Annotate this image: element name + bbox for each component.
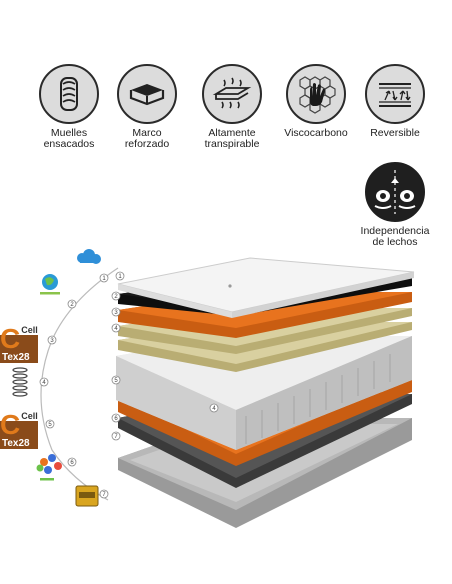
feature-label: Independencia de lechos: [360, 225, 430, 248]
feature-muelles: Muelles ensacados: [21, 64, 117, 150]
feature-label: Reversible: [370, 127, 420, 139]
reinforced-frame-icon: [117, 64, 177, 124]
celltex-name: Tex28: [0, 421, 38, 449]
celltex28-bottom-logo: C Cell Tex28: [0, 409, 38, 449]
layer-number: 4: [42, 380, 46, 386]
pocket-spring-icon: [39, 64, 99, 124]
layer-number: 5: [114, 378, 118, 384]
celltex-prefix: Cell: [21, 411, 38, 421]
layer-number: 7: [102, 492, 106, 498]
layer-number: 6: [70, 460, 74, 466]
independent-beds-icon: [365, 162, 425, 222]
guide-marker-4: 4: [39, 377, 49, 387]
eco-globe-icon: [40, 274, 60, 295]
layer-number: 3: [114, 310, 118, 316]
breathable-icon: [202, 64, 262, 124]
core-marker: 4: [209, 403, 219, 413]
layer-marker-5: 5: [111, 375, 121, 385]
feature-label: Altamente transpirable: [204, 127, 260, 150]
layer-marker-6: 6: [111, 413, 121, 423]
layer-number: 1: [102, 276, 106, 282]
feature-label: Viscocarbono: [284, 127, 348, 139]
layer-number: 5: [48, 422, 52, 428]
layer-guide-curve: [40, 267, 119, 501]
guide-marker-3: 3: [47, 335, 57, 345]
reversible-icon: [365, 64, 425, 124]
layer-marker-1: 1: [115, 271, 125, 281]
guide-marker-5: 5: [45, 419, 55, 429]
cloud-icon: [77, 249, 101, 264]
layer-top-cover: [117, 257, 415, 318]
layer-number: 1: [118, 274, 122, 280]
layer-number: 2: [70, 302, 74, 308]
spring-coil-icon: [12, 367, 28, 397]
visco-carbon-icon: [286, 64, 346, 124]
guide-marker-2: 2: [67, 299, 77, 309]
cover-button: [228, 284, 232, 288]
layer-number: 4: [212, 406, 216, 412]
molecule-icon: [36, 454, 62, 481]
feature-label: Marco reforzado: [124, 127, 170, 150]
layer-number: 4: [114, 326, 118, 332]
feature-transpirable: Altamente transpirable: [184, 64, 280, 150]
layer-marker-7: 7: [111, 431, 121, 441]
guide-marker-1: 1: [99, 273, 109, 283]
layer-marker-3: 3: [111, 307, 121, 317]
layer-number: 6: [114, 416, 118, 422]
layer-number: 2: [114, 294, 118, 300]
layer-number: 3: [50, 338, 54, 344]
feature-independencia: Independencia de lechos: [347, 162, 443, 248]
feature-reversible: Reversible: [347, 64, 443, 139]
celltex28-top-logo: C Cell Tex28: [0, 323, 38, 363]
guide-marker-7: 7: [99, 489, 109, 499]
feature-marco: Marco reforzado: [99, 64, 195, 150]
layer-marker-4: 4: [111, 323, 121, 333]
celltex-name: Tex28: [0, 335, 38, 363]
layer-marker-2: 2: [111, 291, 121, 301]
layer-number: 7: [114, 434, 118, 440]
feature-label: Muelles ensacados: [43, 127, 95, 150]
celltex-prefix: Cell: [21, 325, 38, 335]
guide-marker-6: 6: [67, 457, 77, 467]
quality-badge-icon: [75, 485, 99, 507]
feature-visco: Viscocarbono: [268, 64, 364, 139]
